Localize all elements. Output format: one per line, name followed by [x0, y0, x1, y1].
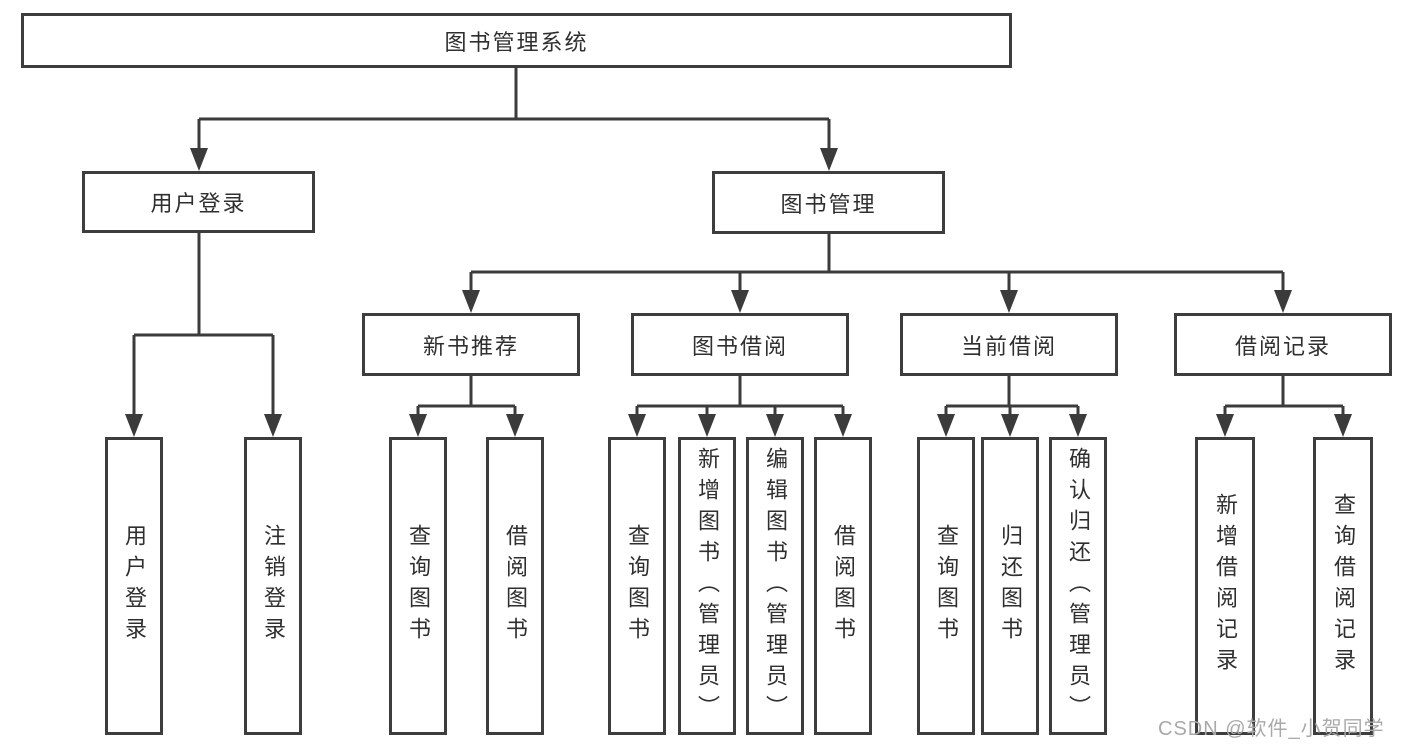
leaf-query-books-borrowing: 查询图书	[608, 437, 666, 735]
leaf-edit-books-admin: 编辑图书（管理员）	[746, 437, 804, 735]
node-label: 图书管理系统	[444, 29, 589, 55]
leaf-confirm-return-admin: 确认归还（管理员）	[1049, 437, 1107, 735]
node-user-login: 用户登录	[82, 171, 315, 233]
node-label: 图书借阅	[691, 333, 788, 359]
node-root-system: 图书管理系统	[21, 13, 1012, 68]
node-label: 当前借阅	[960, 333, 1057, 359]
leaf-query-books-recommend: 查询图书	[389, 437, 447, 735]
leaf-label: 新增图书（管理员）	[695, 446, 720, 726]
node-book-borrowing: 图书借阅	[631, 313, 849, 376]
leaf-label: 查询图书	[406, 524, 431, 648]
leaf-label: 查询图书	[625, 524, 650, 648]
arrowheads	[125, 148, 1352, 437]
leaf-label: 查询借阅记录	[1331, 493, 1356, 679]
leaf-label: 借阅图书	[831, 524, 856, 648]
leaf-label: 查询图书	[934, 524, 959, 648]
leaf-label: 确认归还（管理员）	[1066, 446, 1091, 726]
leaf-query-borrow-record: 查询借阅记录	[1313, 437, 1373, 735]
leaf-return-books: 归还图书	[981, 437, 1039, 735]
leaf-label: 借阅图书	[503, 524, 528, 648]
leaf-add-borrow-record: 新增借阅记录	[1195, 437, 1255, 735]
leaf-label: 归还图书	[998, 524, 1023, 648]
node-current-borrowing: 当前借阅	[900, 313, 1118, 376]
node-label: 用户登录	[150, 191, 247, 216]
csdn-watermark: CSDN @软件_小贺同学	[1158, 718, 1385, 740]
leaf-label: 用户登录	[122, 524, 147, 648]
node-book-management: 图书管理	[712, 171, 945, 234]
node-label: 图书管理	[780, 191, 877, 217]
node-borrowing-records: 借阅记录	[1174, 313, 1392, 376]
leaf-label: 注销登录	[261, 524, 286, 648]
leaf-label: 新增借阅记录	[1213, 493, 1238, 679]
leaf-user-login: 用户登录	[105, 437, 163, 735]
node-new-book-recommend: 新书推荐	[362, 313, 580, 376]
leaf-borrow-books-borrowing: 借阅图书	[814, 437, 872, 735]
node-label: 新书推荐	[422, 333, 519, 359]
leaf-borrow-books-recommend: 借阅图书	[486, 437, 544, 735]
leaf-query-books-current: 查询图书	[917, 437, 975, 735]
node-label: 借阅记录	[1234, 333, 1331, 359]
leaf-logout: 注销登录	[244, 437, 302, 735]
leaf-add-books-admin: 新增图书（管理员）	[678, 437, 736, 735]
leaf-label: 编辑图书（管理员）	[763, 446, 788, 726]
